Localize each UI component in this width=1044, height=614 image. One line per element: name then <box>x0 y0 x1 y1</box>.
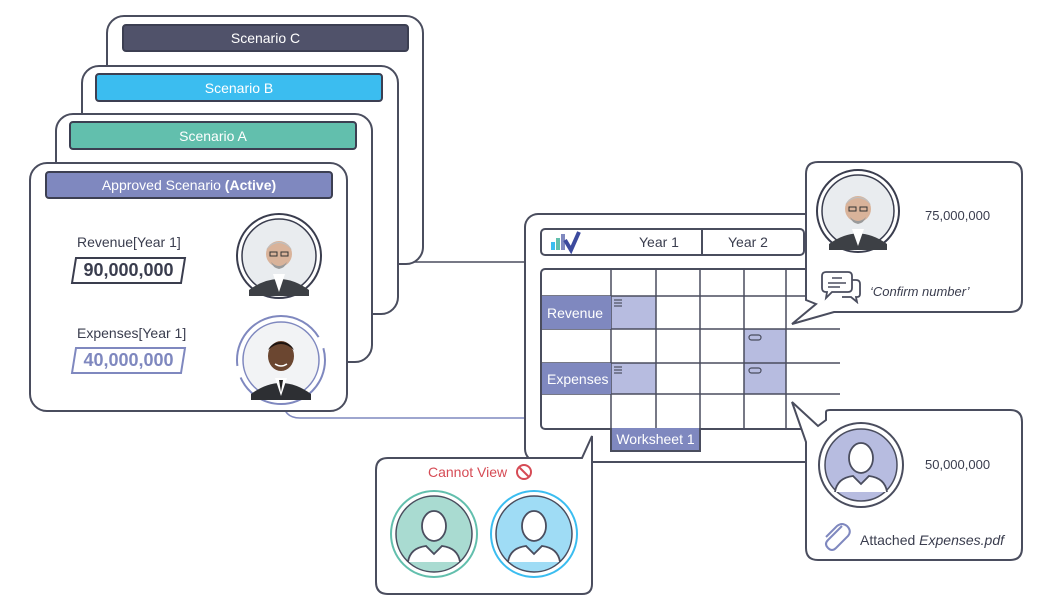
row-label-revenue[interactable]: Revenue <box>542 296 611 329</box>
header-divider <box>701 229 703 255</box>
expenses-year1-cell[interactable] <box>611 363 656 394</box>
attachment-value: 50,000,000 <box>925 457 991 472</box>
attachment-text: Attached Expenses.pdf <box>860 532 1004 548</box>
worksheet-header <box>540 228 805 256</box>
cannot-view-label: Cannot View <box>428 464 508 480</box>
attached-file-link[interactable]: Expenses.pdf <box>919 532 1004 548</box>
row-label-expenses[interactable]: Expenses <box>542 363 611 394</box>
comment-icon <box>821 271 861 304</box>
expenses-value-box[interactable]: 40,000,000 <box>70 346 187 375</box>
revenue-value: 90,000,000 <box>83 260 174 280</box>
comment-text: ‘Confirm number’ <box>870 284 970 299</box>
scenario-b-header[interactable]: Scenario B <box>95 73 383 102</box>
scenario-a-header[interactable]: Scenario A <box>69 121 357 150</box>
worksheet-tab[interactable]: Worksheet 1 <box>610 428 701 452</box>
approved-scenario-label: Approved Scenario <box>101 177 221 193</box>
paperclip-icon <box>825 523 851 551</box>
revenue-value-box[interactable]: 90,000,000 <box>70 256 187 285</box>
revenue-box-outline <box>70 257 187 284</box>
restricted-user-teal-icon <box>390 490 478 578</box>
restricted-user-blue-icon <box>490 490 578 578</box>
column-header-year2[interactable]: Year 2 <box>728 234 768 250</box>
comment-value: 75,000,000 <box>925 208 991 223</box>
user-avatar-icon[interactable] <box>813 420 909 510</box>
approver-avatar-photo[interactable] <box>815 168 901 254</box>
scenario-c-header[interactable]: Scenario C <box>122 24 409 52</box>
active-tag: (Active) <box>224 177 277 193</box>
reviewer-avatar-photo[interactable] <box>235 212 323 300</box>
app-logo-icon <box>551 231 581 254</box>
expenses-box-outline <box>70 347 187 374</box>
no-access-icon <box>516 464 532 480</box>
expenses-label: Expenses[Year 1] <box>77 325 187 341</box>
attached-label: Attached <box>860 532 916 548</box>
column-header-year1[interactable]: Year 1 <box>639 234 679 250</box>
contributor-avatar-photo[interactable] <box>235 314 327 406</box>
approved-scenario-header[interactable]: Approved Scenario (Active) <box>45 171 333 199</box>
revenue-label: Revenue[Year 1] <box>77 234 181 250</box>
expenses-value: 40,000,000 <box>83 350 174 370</box>
revenue-year1-cell[interactable] <box>611 296 656 329</box>
